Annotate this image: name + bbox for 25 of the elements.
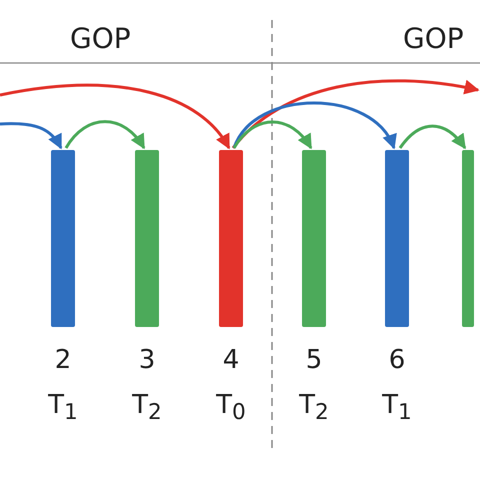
group-label: GOP <box>70 22 131 55</box>
frame-number: 6 <box>388 345 406 375</box>
frame-bar <box>385 150 409 327</box>
arrow <box>64 120 146 150</box>
layer-label: T$_{0}$ <box>215 390 247 426</box>
layer-label: T$_{1}$ <box>47 390 79 426</box>
frame-bar <box>219 150 243 327</box>
frame-number: 2 <box>54 345 72 375</box>
frame-number: 4 <box>222 345 240 375</box>
arrow <box>0 84 230 150</box>
layer-label: T$_{2}$ <box>131 390 163 426</box>
arrow <box>232 102 396 150</box>
frame-number: 5 <box>304 345 324 375</box>
arrow <box>0 122 62 150</box>
group-label: GOP <box>403 22 464 55</box>
frame-bar <box>302 150 326 327</box>
layer-label: T$_{2}$ <box>298 390 330 426</box>
frame-bar <box>462 150 474 327</box>
frame-bar <box>51 150 75 327</box>
arrow <box>398 124 466 150</box>
arrow <box>232 79 480 149</box>
layer-label: T$_{1}$ <box>381 390 413 426</box>
frame-bar <box>135 150 159 327</box>
frame-number: 3 <box>138 345 156 375</box>
arrow <box>232 120 312 150</box>
